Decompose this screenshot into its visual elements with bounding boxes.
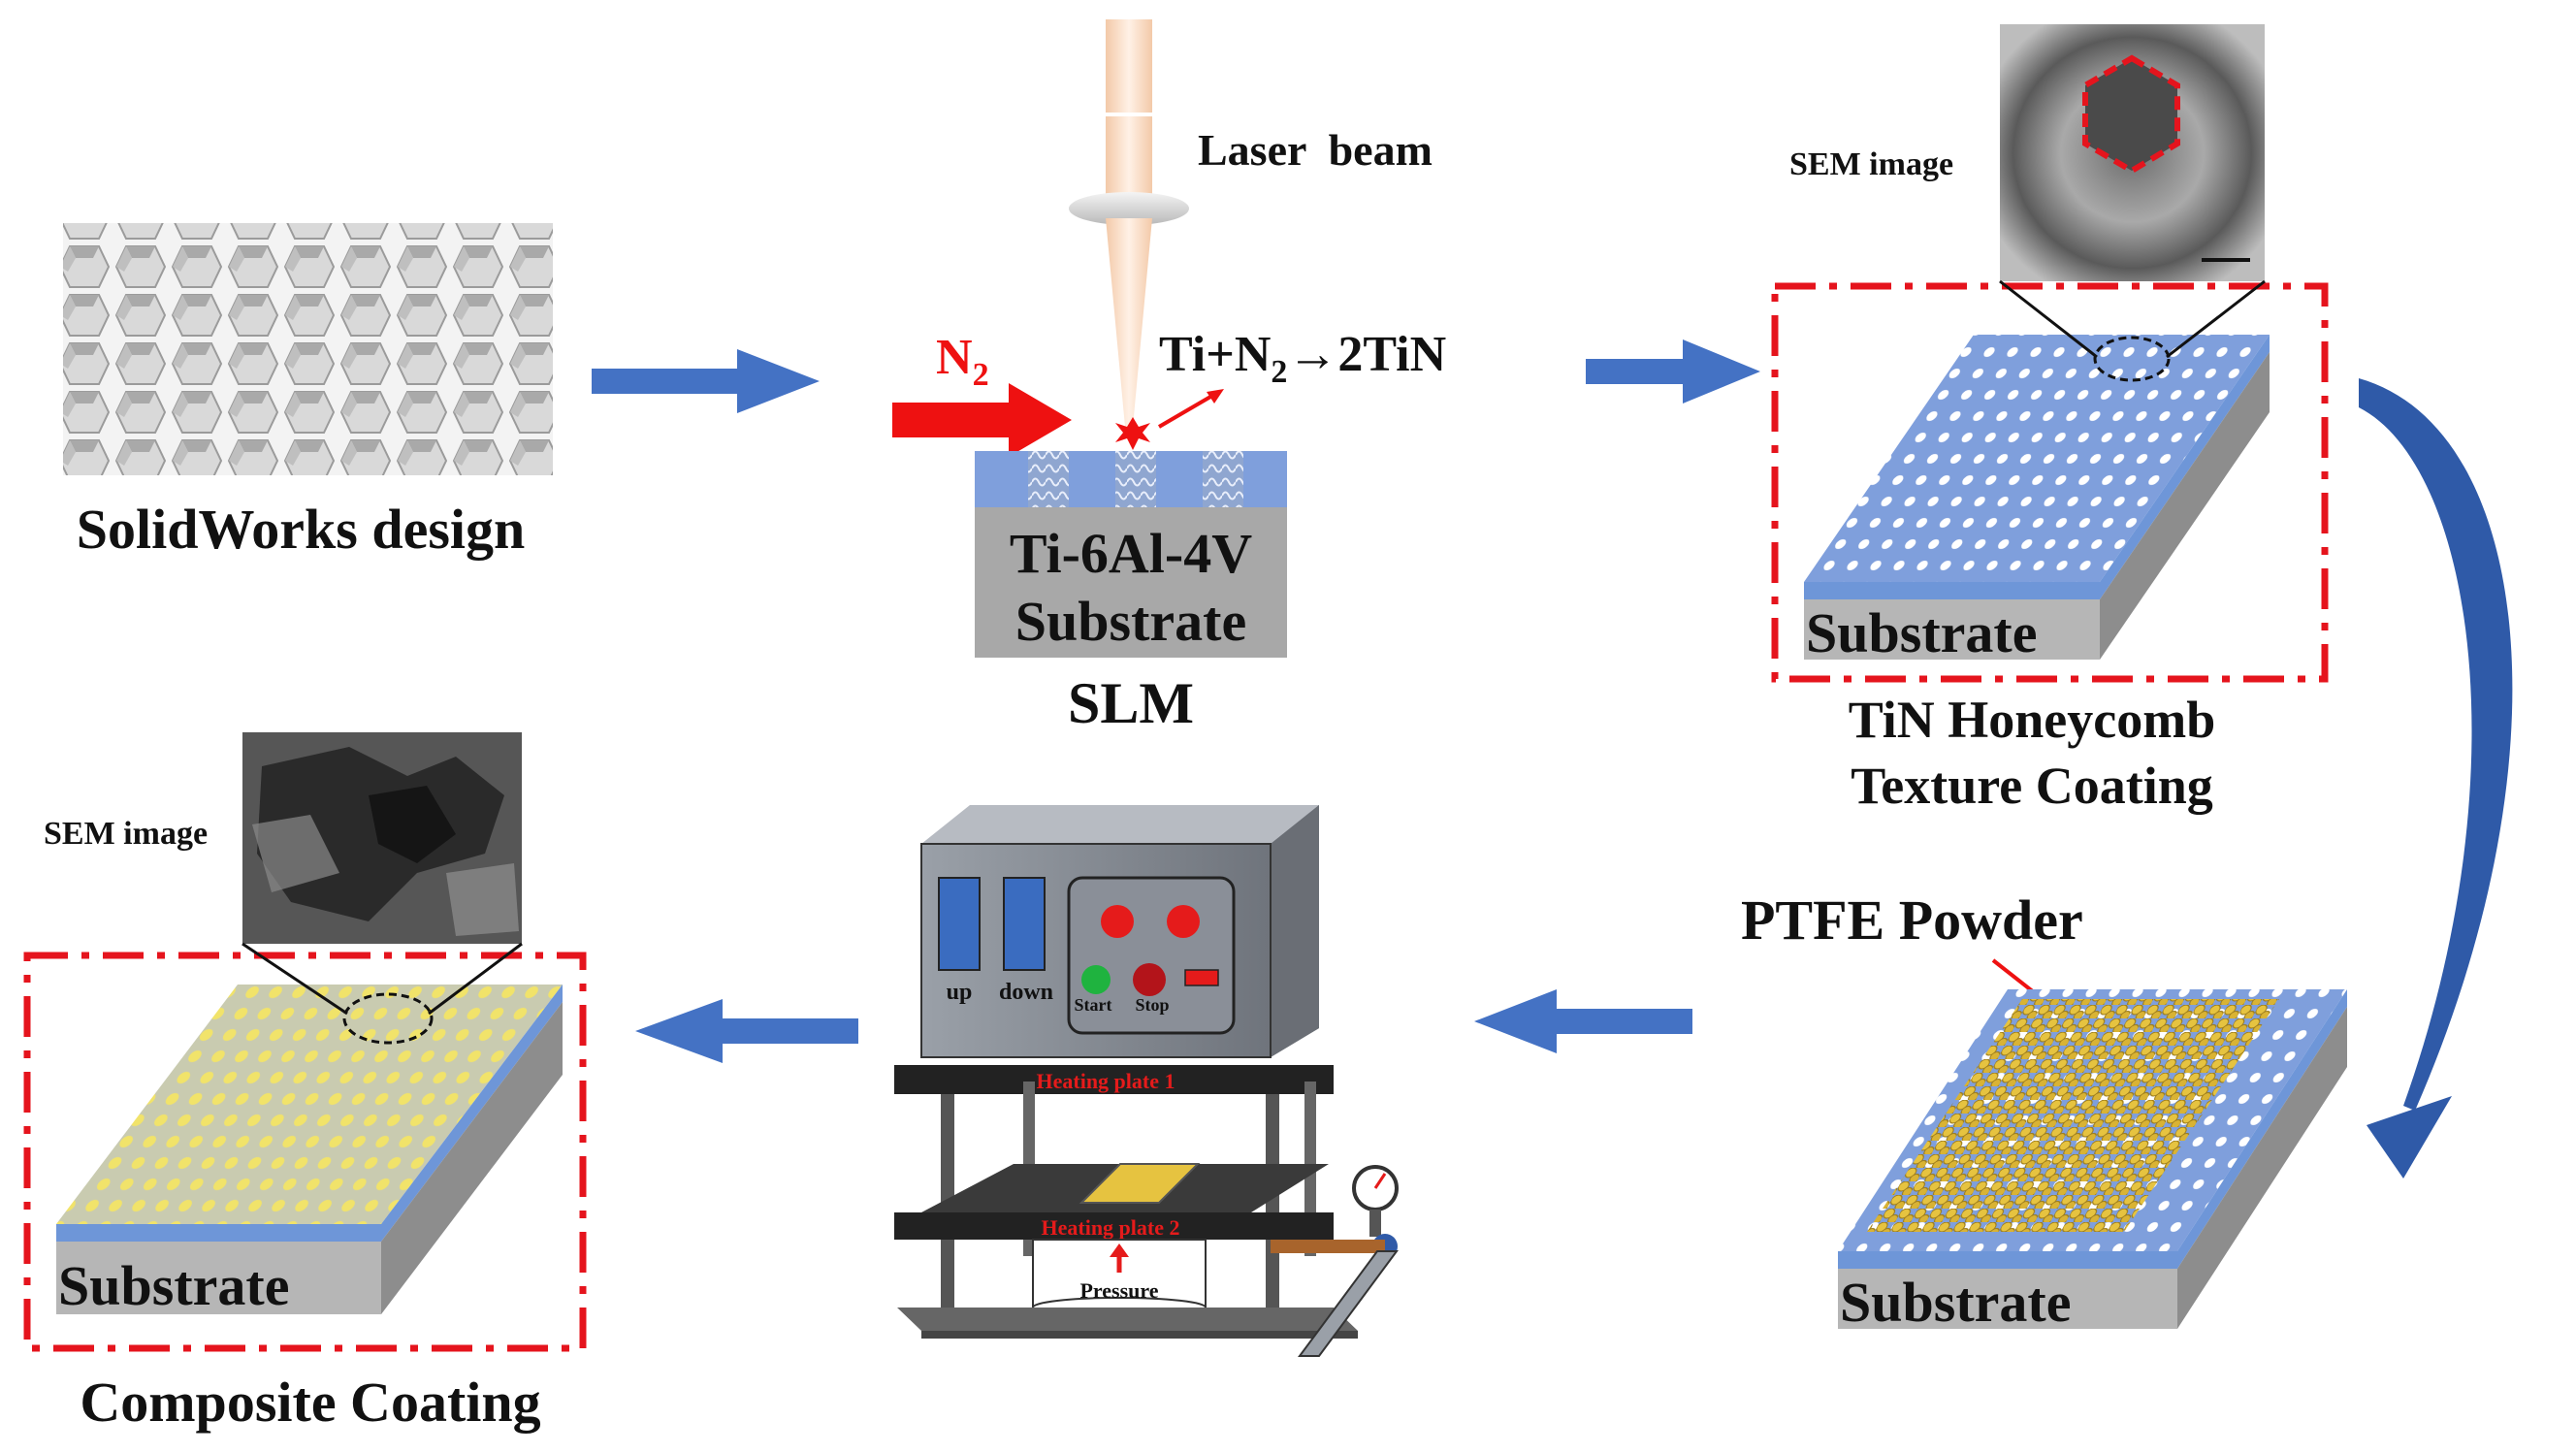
- tin-slab-front: [1804, 599, 2100, 660]
- hot-press: up down Start Stop Heating plate 1 Heati…: [894, 805, 1399, 1357]
- flow-arrow-4: [635, 999, 858, 1063]
- tin-caption-line1: TiN Honeycomb: [1849, 691, 2216, 749]
- tin-highlight-box: [1771, 282, 2329, 683]
- tin-zoom-circle: [2093, 336, 2171, 382]
- curved-arrow: [2359, 378, 2513, 1179]
- heating-plate-1-label: Heating plate 1: [1037, 1069, 1175, 1093]
- composite-zoom-circle: [342, 992, 434, 1045]
- laser-beam-upper: [1106, 19, 1152, 204]
- start-button: [1081, 965, 1111, 994]
- tin-sem-label: SEM image: [1789, 146, 1953, 182]
- ptfe-powder-layer: [1867, 999, 2279, 1232]
- flow-arrow-1: [592, 349, 820, 413]
- laser-beam-cone: [1106, 218, 1152, 427]
- press-up-label: up: [947, 980, 973, 1005]
- press-handle: [1298, 1250, 1399, 1357]
- press-stop-label: Stop: [1135, 995, 1169, 1015]
- laser-beam-label: Laser beam: [1198, 125, 1433, 175]
- press-display-down: [1003, 877, 1046, 971]
- hexagon-outline: [2082, 54, 2180, 175]
- tin-substrate-label: Substrate: [1806, 601, 2037, 664]
- n2-label: N2: [936, 330, 989, 393]
- tin-caption-line2: Texture Coating: [1851, 757, 2213, 815]
- reaction-label: Ti+N2→2TiN: [1159, 327, 1446, 390]
- tin-slab-top: [1804, 335, 2270, 582]
- ptfe-panel: PTFE Powder Substrate: [1741, 888, 2347, 1334]
- flow-arrow-2: [1586, 339, 1760, 404]
- composite-sem-label: SEM image: [44, 816, 208, 852]
- composite-caption: Composite Coating: [80, 1371, 540, 1434]
- press-down-label: down: [999, 980, 1053, 1005]
- tin-panel: Substrate SEM image TiN Honeycomb Textur…: [1771, 24, 2329, 815]
- ptfe-substrate-label: Substrate: [1840, 1271, 2071, 1334]
- composite-slab-top: [56, 985, 563, 1224]
- composite-slab-front: [56, 1242, 381, 1314]
- composite-substrate-label: Substrate: [58, 1254, 289, 1317]
- ptfe-label: PTFE Powder: [1741, 888, 2083, 952]
- flow-arrow-3: [1474, 989, 1692, 1053]
- slm-panel: Laser beam N2 Ti+N2→2TiN Ti-6Al-4V Subst…: [892, 19, 1446, 735]
- solidworks-panel: SolidWorks design: [63, 223, 553, 561]
- focus-lens: [1069, 192, 1189, 225]
- ptfe-slab-front: [1838, 1269, 2177, 1329]
- slm-label: SLM: [1068, 671, 1194, 735]
- press-start-label: Start: [1075, 995, 1112, 1015]
- solidworks-label: SolidWorks design: [77, 498, 526, 561]
- n2-arrow: [892, 383, 1072, 457]
- melt-spark: [1115, 417, 1150, 450]
- ti-alloy-label: Ti-6Al-4V: [1010, 522, 1252, 585]
- press-display-up: [938, 877, 981, 971]
- honeycomb-render: [63, 223, 553, 475]
- stop-button: [1133, 963, 1166, 996]
- slm-substrate-block: [975, 507, 1287, 658]
- press-sample: [1079, 1163, 1201, 1204]
- slm-substrate-label: Substrate: [1015, 590, 1246, 653]
- heating-plate-2-label: Heating plate 2: [1042, 1215, 1180, 1240]
- pressure-label: Pressure: [1079, 1278, 1158, 1303]
- composite-highlight-box: [23, 952, 587, 1352]
- composite-panel: Substrate SEM image Composite Coating: [23, 732, 587, 1434]
